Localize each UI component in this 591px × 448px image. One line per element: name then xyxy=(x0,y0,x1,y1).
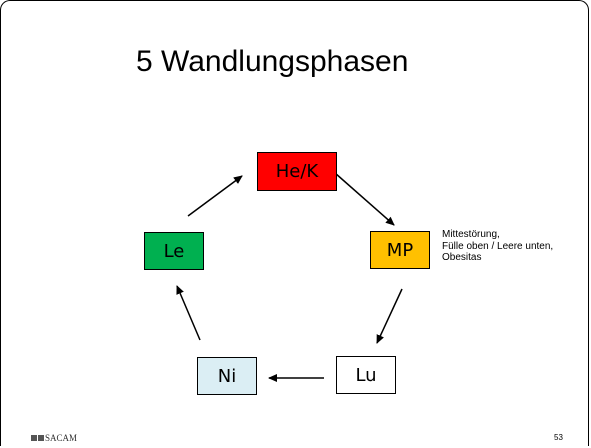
phase-he-box: He/K xyxy=(257,152,337,191)
phase-le-label: Le xyxy=(163,240,185,262)
slide-title: 5 Wandlungsphasen xyxy=(136,45,409,78)
arrow-he-to-mp xyxy=(334,172,395,226)
phase-le-box: Le xyxy=(144,232,204,270)
annotation-line: Fülle oben / Leere unten, xyxy=(442,240,554,252)
phase-he-label: He/K xyxy=(275,161,319,182)
sacam-logo: SACAM xyxy=(31,433,77,443)
phase-lu-label: Lu xyxy=(355,364,377,386)
mp-annotation: Mittestörung, Fülle oben / Leere unten, … xyxy=(442,229,553,264)
page-number: 53 xyxy=(554,433,563,442)
logo-mark-icon xyxy=(31,435,37,441)
arrow-le-to-he xyxy=(187,175,243,217)
phase-ni-label: Ni xyxy=(217,365,237,387)
phase-mp-box: MP xyxy=(370,231,430,269)
phase-ni-box: Ni xyxy=(197,357,257,395)
logo-text: SACAM xyxy=(45,433,78,443)
arrow-ni-to-le xyxy=(176,285,201,341)
annotation-line: Mittestörung, xyxy=(442,229,500,240)
phase-lu-box: Lu xyxy=(336,356,396,394)
logo-mark-icon xyxy=(38,435,44,441)
annotation-line: Obesitas xyxy=(442,252,482,263)
arrow-mp-to-lu xyxy=(376,288,403,344)
phase-mp-label: MP xyxy=(386,239,414,261)
